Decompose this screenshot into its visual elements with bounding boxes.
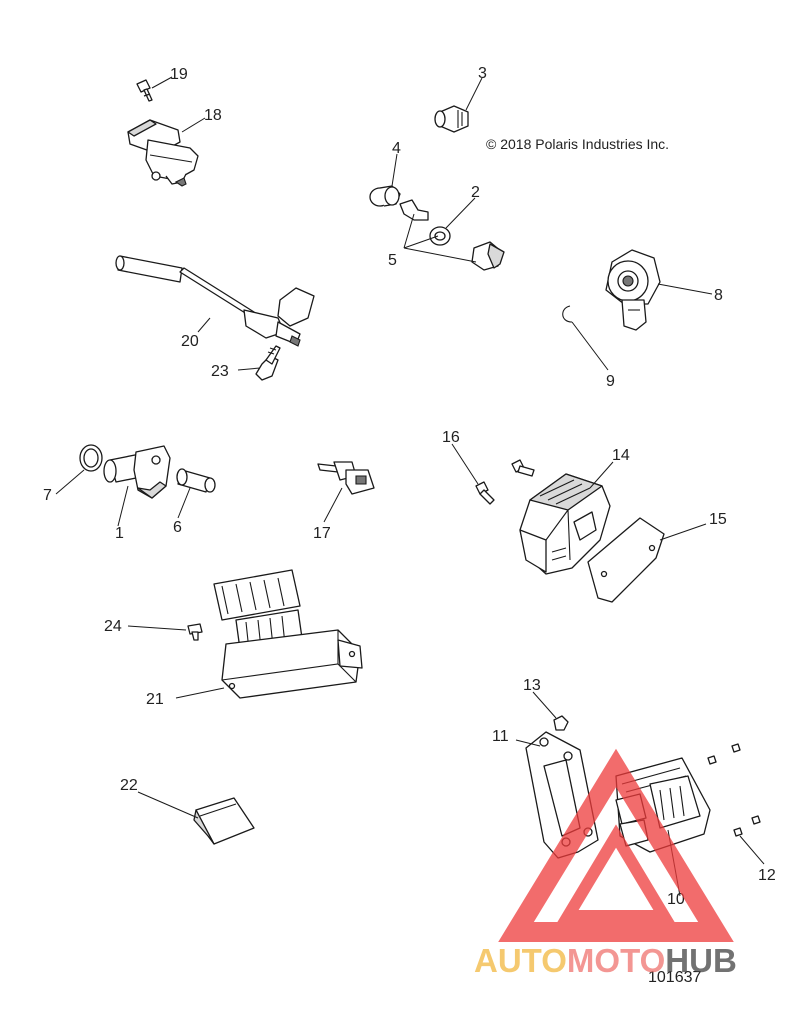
watermark-triangle-icon [498, 748, 734, 942]
callout-2: 2 [471, 184, 480, 201]
callout-24: 24 [104, 618, 122, 635]
part-15-gasket [587, 517, 665, 603]
callout-12: 12 [758, 867, 776, 884]
part-21-module [213, 569, 363, 699]
callout-20: 20 [181, 333, 199, 350]
part-19-bolt [136, 79, 153, 102]
part-24-screw [187, 623, 203, 641]
part-16-screws [475, 459, 535, 505]
callout-7: 7 [43, 487, 52, 504]
callout-18: 18 [204, 107, 222, 124]
callout-1: 1 [115, 525, 124, 542]
part-9-clip-ring [562, 305, 573, 323]
callout-13: 13 [523, 677, 541, 694]
part-13-nut [553, 715, 569, 731]
callout-14: 14 [612, 447, 630, 464]
watermark-auto: AUTO [474, 942, 567, 979]
callout-9: 9 [606, 373, 615, 390]
part-18-map-sensor [127, 119, 199, 187]
part-12-screws [707, 743, 761, 837]
part-2-washer [429, 226, 451, 246]
leader-lines [55, 76, 765, 897]
callout-22: 22 [120, 777, 138, 794]
callout-11: 11 [492, 728, 509, 745]
callout-labels: 1 2 3 4 5 6 7 8 9 10 11 12 13 14 15 16 1… [43, 65, 776, 908]
part-1-cam-sensor [103, 445, 171, 499]
callout-16: 16 [442, 429, 460, 446]
part-23-bolt [255, 345, 281, 381]
watermark-hub: HUB [665, 942, 737, 979]
part-22-cover [193, 797, 255, 845]
callout-5: 5 [388, 252, 397, 269]
callout-8: 8 [714, 287, 723, 304]
callout-19: 19 [170, 66, 188, 83]
watermark-logo-text: AUTOMOTOHUB [474, 942, 737, 979]
callout-21: 21 [146, 691, 164, 708]
callout-6: 6 [173, 519, 182, 536]
part-6-pin [176, 468, 216, 493]
callout-23: 23 [211, 363, 229, 380]
callout-3: 3 [478, 65, 487, 82]
callout-10: 10 [667, 891, 685, 908]
copyright-notice: © 2018 Polaris Industries Inc. [486, 136, 669, 152]
callout-17: 17 [313, 525, 331, 542]
watermark: AUTOMOTOHUB [474, 748, 737, 979]
part-7-o-ring [79, 444, 103, 472]
part-4-cap [369, 185, 401, 207]
part-8-knock-sensor [605, 249, 661, 331]
diagram-part-number: 101637 [648, 969, 701, 986]
part-17-temp-sensor [317, 461, 375, 495]
part-20-sensor-harness [115, 255, 315, 347]
part-3-plug [434, 105, 469, 133]
part-5-clip-and-sensor [399, 199, 505, 271]
callout-4: 4 [392, 140, 401, 157]
watermark-moto: MOTO [567, 942, 665, 979]
part-14-module-housing [519, 473, 611, 575]
callout-15: 15 [709, 511, 727, 528]
